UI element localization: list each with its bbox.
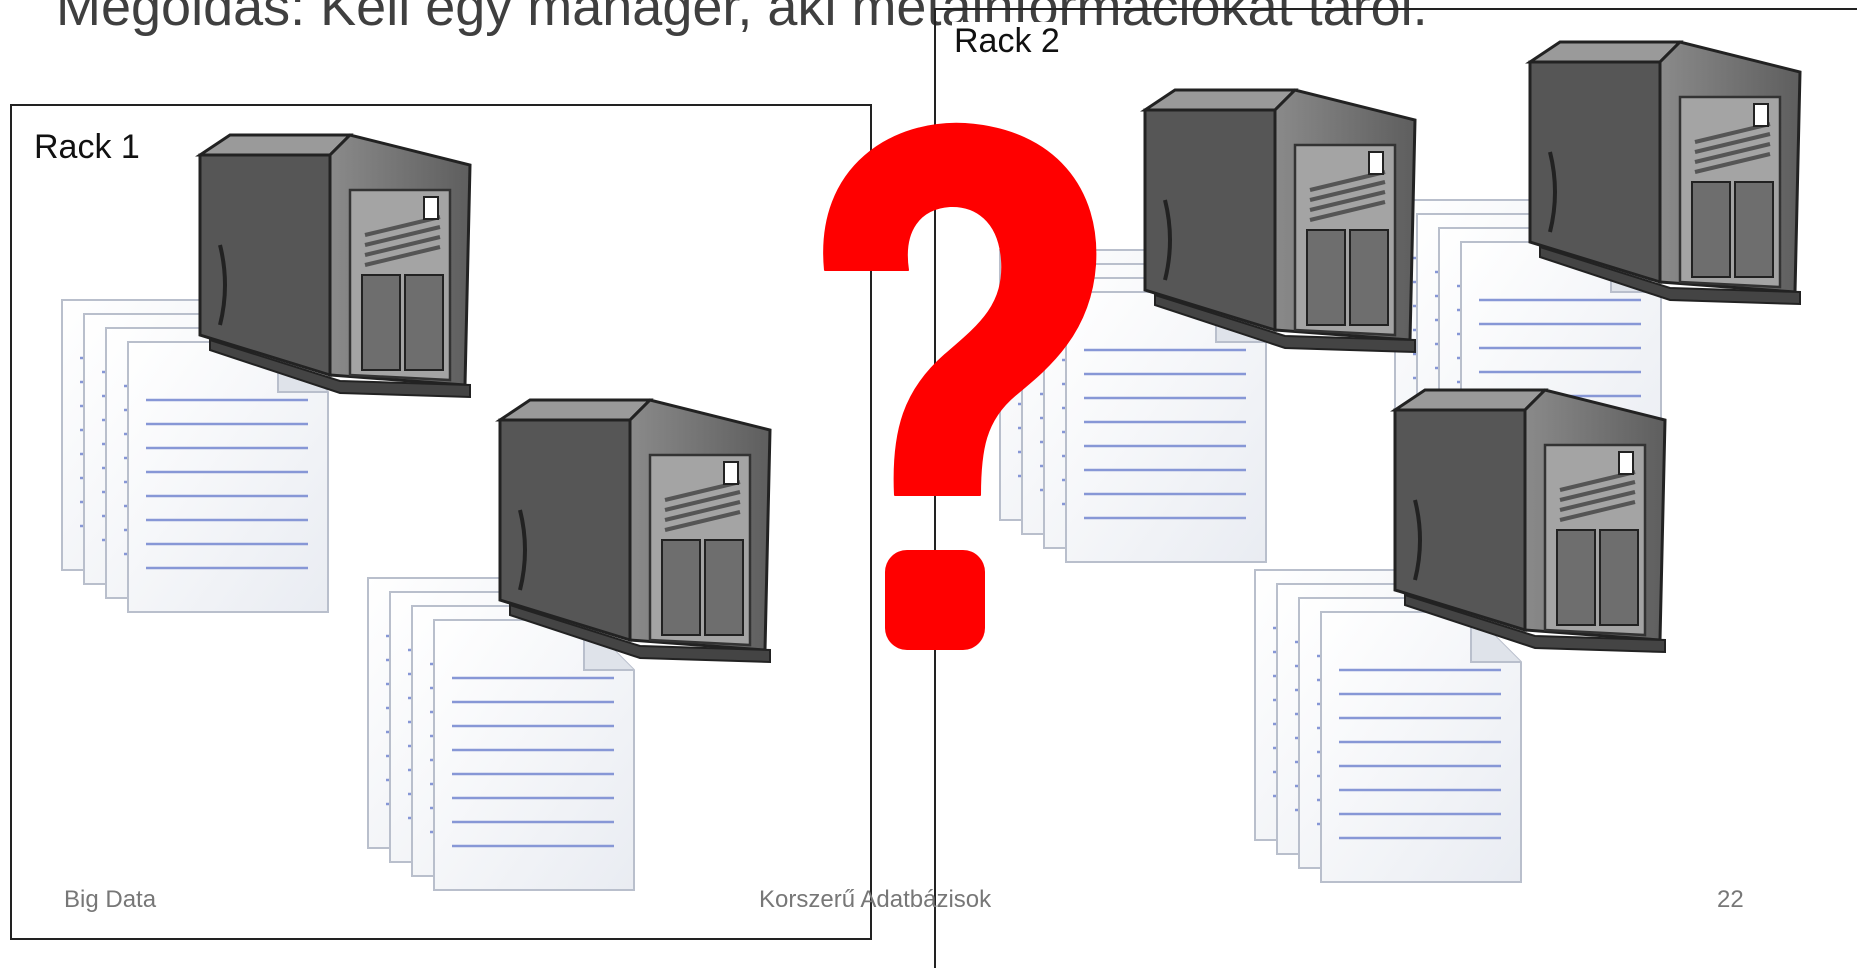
rack-1-label: Rack 1 [34, 128, 140, 167]
footer-center-text: Korszerű Adatbázisok [759, 886, 991, 914]
page-number: 22 [1717, 886, 1744, 914]
question-mark-icon [780, 120, 1110, 720]
server-icon [1395, 390, 1665, 652]
server-icon [1530, 42, 1800, 304]
footer-left-text: Big Data [64, 886, 156, 914]
rack-2-label: Rack 2 [952, 22, 1062, 61]
server-icon [1145, 90, 1415, 352]
server-icon [200, 135, 470, 397]
server-icon [500, 400, 770, 662]
